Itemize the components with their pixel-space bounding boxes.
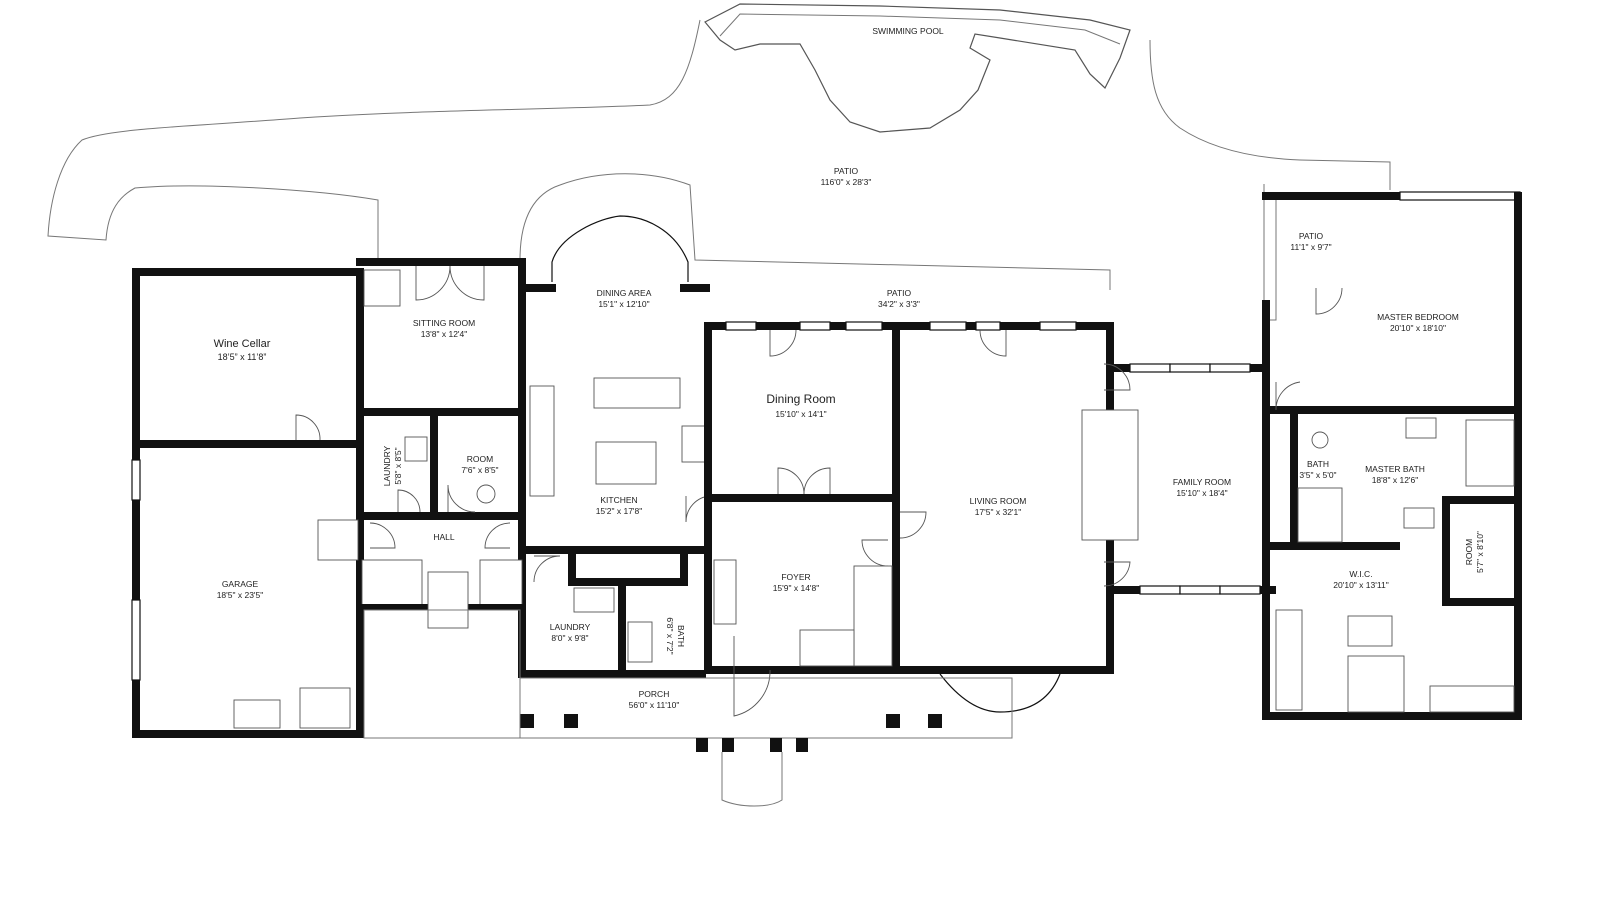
foyer-dims: 15'9" x 14'8" [773,583,820,593]
swimming-pool-label: SWIMMING POOL [872,26,944,36]
laundry-upper-dims: 5'8" x 8'5" [393,447,403,484]
hall-label: HALL [433,532,455,542]
patio-right-label: PATIO [1299,231,1324,241]
patio-main-label: PATIO [834,166,859,176]
dining-area-label: DINING AREA [597,288,652,298]
dining-room-dims: 15'10" x 14'1" [775,409,826,419]
kitchen-block [526,215,711,678]
wic-dims: 20'10" x 13'11" [1333,580,1388,590]
patio-narrow-label: PATIO [887,288,912,298]
foyer-label: FOYER [781,572,810,582]
laundry-upper-label: LAUNDRY [382,445,392,486]
living-room-dims: 17'5" x 32'1" [975,507,1022,517]
room-right-label: ROOM [1464,539,1474,565]
master-bath-dims: 18'8" x 12'6" [1372,475,1419,485]
family-room-dims: 15'10" x 18'4" [1176,488,1227,498]
laundry-lower-label: LAUNDRY [550,622,591,632]
sitting-room-dims: 13'8" x 12'4" [421,329,468,339]
room-small-dims: 7'6" x 8'5" [461,465,498,475]
bath-master-small-label: BATH [1307,459,1329,469]
patio-right-dims: 11'1" x 9'7" [1290,242,1331,252]
sitting-room-label: SITTING ROOM [413,318,475,328]
patio-main-dims: 116'0" x 28'3" [821,177,872,187]
family-room-label: FAMILY ROOM [1173,477,1231,487]
room-right-dims: 5'7" x 8'10" [1475,531,1485,573]
porch-label: PORCH [639,689,670,699]
patio-narrow-dims: 34'2" x 3'3" [878,299,920,309]
room-small-label: ROOM [467,454,493,464]
master-bedroom-dims: 20'10" x 18'10" [1390,323,1446,333]
bath-lower-dims: 6'8" x 7'2" [665,617,675,654]
sitting-room-block [317,258,526,678]
master-wing [1103,191,1522,720]
garage-dims: 18'5" x 23'5" [217,590,264,600]
dining-area-dims: 15'1" x 12'10" [598,299,649,309]
laundry-lower-dims: 8'0" x 9'8" [551,633,588,643]
living-room-label: LIVING ROOM [970,496,1027,506]
garage-label: GARAGE [222,579,259,589]
main-living-block [704,321,1139,717]
garage-wine-block [131,268,364,738]
porch-block [363,609,1013,807]
wine-cellar-label: Wine Cellar [214,338,271,350]
bath-master-small-dims: 3'5" x 5'0" [1299,470,1336,480]
master-bath-label: MASTER BATH [1365,464,1425,474]
swimming-pool-outline [704,3,1131,133]
wine-cellar-dims: 18’5” x 11’8” [218,352,267,362]
dining-room-label: Dining Room [766,392,835,406]
kitchen-label: KITCHEN [600,495,637,505]
master-bedroom-label: MASTER BEDROOM [1377,312,1459,322]
wic-label: W.I.C. [1349,569,1372,579]
kitchen-dims: 15'2" x 17'8" [596,506,643,516]
bath-lower-label: BATH [676,625,686,647]
porch-dims: 56'0" x 11'10" [629,700,680,710]
